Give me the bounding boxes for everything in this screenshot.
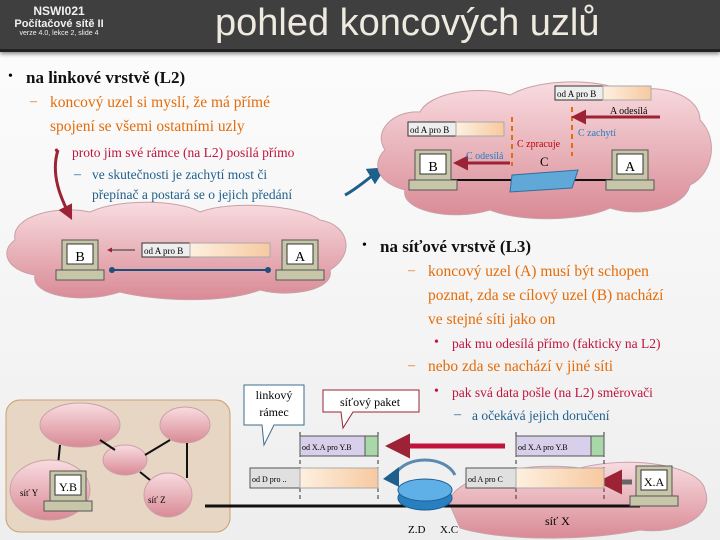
text-line: ve stejné síti jako on: [428, 311, 556, 328]
computer-yb-icon: [43, 470, 93, 512]
bullet: •: [54, 144, 59, 159]
slide-header: NSWI021 Počítačové sítě II verze 4.0, le…: [0, 0, 720, 52]
node-a-label: A: [295, 250, 306, 265]
bullet: •: [8, 69, 13, 84]
switch-label: C: [540, 154, 549, 169]
net-x-label: síť X: [545, 514, 570, 528]
cloud-l2-direct: B A od A pro B: [6, 201, 347, 301]
frame-body: [189, 242, 271, 258]
computer-a-icon: [605, 149, 655, 191]
heading-l3: na síťové vrstvě (L3): [380, 237, 531, 256]
frame-label: od A pro B: [410, 125, 449, 135]
text-line: pak svá data pošle (na L2) směrovači: [452, 385, 653, 400]
text-line: pak mu odesílá přímo (fakticky na L2): [452, 336, 661, 351]
cloud-switch: od A pro B od A pro B A odesílá C zachyt…: [377, 81, 712, 220]
node-a-label: A: [625, 160, 636, 175]
callout-frame: [243, 384, 305, 447]
callout-frame-label: linkový: [256, 388, 293, 402]
text-line: ve skutečnosti je zachytí most či: [92, 167, 268, 182]
packet-label: od X.A pro Y.B: [518, 443, 568, 452]
switch-icon: [509, 169, 579, 193]
computer-xa-icon: [629, 465, 679, 507]
node-b-label: B: [75, 250, 84, 265]
text-line: koncový uzel (A) musí být schopen: [428, 263, 649, 280]
computer-a-icon: [275, 239, 325, 281]
dash: –: [408, 263, 415, 278]
dash: –: [74, 167, 81, 182]
net-y-label: síť Y: [20, 488, 39, 498]
callout-packet-label: síťový paket: [340, 395, 401, 409]
router-right-label: X.C: [440, 524, 458, 536]
computer-b-icon: [55, 239, 105, 281]
net-z-label: síť Z: [148, 495, 166, 505]
text-line: spojení se všemi ostatními uzly: [50, 118, 245, 135]
packet-label: od X.A pro Y.B: [302, 443, 352, 452]
router-left-label: Z.D: [408, 524, 425, 536]
frame-right-label: od A pro C: [468, 475, 503, 484]
callout-frame-label: rámec: [259, 405, 288, 419]
router-icon: [397, 485, 453, 511]
node-b-label: B: [428, 160, 437, 175]
course-code: NSWI021: [33, 4, 85, 18]
text-line: přepínač a postará se o jejich předání: [92, 187, 293, 202]
node-xa-label: X.A: [644, 475, 665, 489]
frame-header: [141, 242, 191, 258]
callout-packet: [322, 389, 420, 430]
text-line: a očekává jejich doručení: [472, 408, 610, 423]
bullet: •: [362, 238, 367, 253]
dash: –: [30, 94, 37, 109]
frame-label: od D pro ..: [252, 475, 286, 484]
text-line: nebo zda se nachází v jiné síti: [428, 358, 614, 375]
text-line: proto jim své rámce (na L2) posílá přímo: [72, 145, 295, 160]
bullet: •: [434, 335, 439, 350]
course-info: NSWI021 Počítačové sítě II verze 4.0, le…: [0, 4, 118, 37]
dash: –: [454, 407, 461, 422]
dash: –: [408, 358, 415, 373]
c-captures-label: C zachytí: [578, 128, 616, 139]
heading-l2: na linkové vrstvě (L2): [26, 68, 186, 87]
text-line: koncový uzel si myslí, že má přímé: [50, 94, 270, 111]
frame-label: od A pro B: [557, 89, 596, 99]
arrow-icon: [344, 167, 386, 197]
c-sends-label: C odesílá: [466, 151, 504, 162]
page-title: pohled koncových uzlů: [215, 2, 600, 44]
text-line: poznat, zda se cílový uzel (B) nachází: [428, 287, 664, 304]
c-processes-label: C zpracuje: [517, 139, 561, 150]
node-yb-label: Y.B: [59, 480, 77, 494]
course-name: Počítačové sítě II: [14, 18, 104, 30]
slide-version: verze 4.0, lekce 2, slide 4: [19, 30, 99, 37]
frame-label: od A pro B: [144, 246, 183, 256]
bullet: •: [434, 384, 439, 399]
computer-b-icon: [408, 149, 458, 191]
a-sends-label: A odesílá: [610, 106, 648, 117]
